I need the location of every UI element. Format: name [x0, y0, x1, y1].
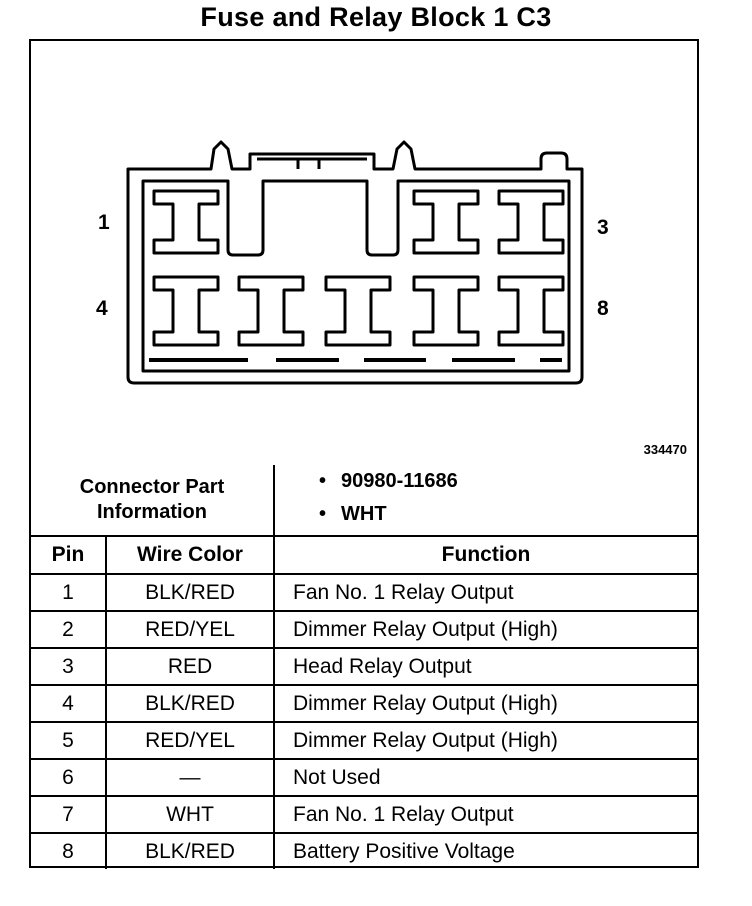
connector-info-value: •WHT	[319, 503, 387, 525]
function-cell: Dimmer Relay Output (High)	[273, 610, 697, 649]
page-title: Fuse and Relay Block 1 C3	[200, 2, 552, 32]
pin-cell: 2	[31, 610, 107, 649]
wire-color-cell: BLK/RED	[105, 574, 275, 612]
header-pin: Pin	[31, 535, 107, 575]
function-cell: Dimmer Relay Output (High)	[273, 721, 697, 760]
wire-color-cell: BLK/RED	[105, 684, 275, 723]
table-header-row: Pin Wire Color Function	[31, 535, 697, 575]
connector-info-value: •90980-11686	[319, 470, 458, 492]
pin-label-3: 3	[597, 216, 609, 239]
connector-diagram: 1 3 4 8 334470	[31, 41, 697, 465]
terminal-cavity	[324, 275, 392, 347]
pin-label-1: 1	[98, 211, 110, 234]
connector-housing	[126, 140, 584, 385]
pin-cell: 1	[31, 574, 107, 612]
pin-label-4: 4	[96, 297, 108, 320]
connector-frame: 1 3 4 8 334470 Connector Part Informatio…	[29, 39, 699, 869]
function-cell: Not Used	[273, 758, 697, 797]
function-cell: Head Relay Output	[273, 647, 697, 686]
connector-info-values: •90980-11686 •WHT	[273, 465, 697, 537]
wire-color-cell: RED/YEL	[105, 721, 275, 760]
terminal-cavity	[412, 189, 480, 255]
function-cell: Dimmer Relay Output (High)	[273, 684, 697, 723]
wire-color-cell: BLK/RED	[105, 832, 275, 869]
function-cell: Fan No. 1 Relay Output	[273, 574, 697, 612]
connector-table: Connector Part Information •90980-11686 …	[31, 465, 697, 869]
terminal-cavity	[152, 275, 220, 347]
terminal-cavity	[497, 275, 565, 347]
wire-color-cell: —	[105, 758, 275, 797]
connector-inner-outline	[141, 179, 571, 373]
header-wire-color: Wire Color	[105, 535, 275, 575]
terminal-cavity	[497, 189, 565, 255]
connector-drawing	[126, 140, 584, 385]
pin-label-8: 8	[597, 297, 609, 320]
pin-cell: 4	[31, 684, 107, 723]
wire-color-cell: WHT	[105, 795, 275, 834]
pin-cell: 3	[31, 647, 107, 686]
function-cell: Battery Positive Voltage	[273, 832, 697, 869]
pin-cell: 7	[31, 795, 107, 834]
pin-cell: 8	[31, 832, 107, 869]
table-row: 6—Not Used	[31, 758, 697, 797]
connector-info-label: Connector Part Information	[31, 465, 275, 537]
wire-color-cell: RED	[105, 647, 275, 686]
function-cell: Fan No. 1 Relay Output	[273, 795, 697, 834]
header-function: Function	[273, 535, 697, 575]
pin-cell: 6	[31, 758, 107, 797]
figure-number: 334470	[643, 442, 687, 457]
connector-info-row: Connector Part Information •90980-11686 …	[31, 465, 697, 537]
pin-cell: 5	[31, 721, 107, 760]
wire-color-cell: RED/YEL	[105, 610, 275, 649]
terminal-cavity	[152, 189, 220, 255]
terminal-cavity	[412, 275, 480, 347]
terminal-cavity	[237, 275, 305, 347]
